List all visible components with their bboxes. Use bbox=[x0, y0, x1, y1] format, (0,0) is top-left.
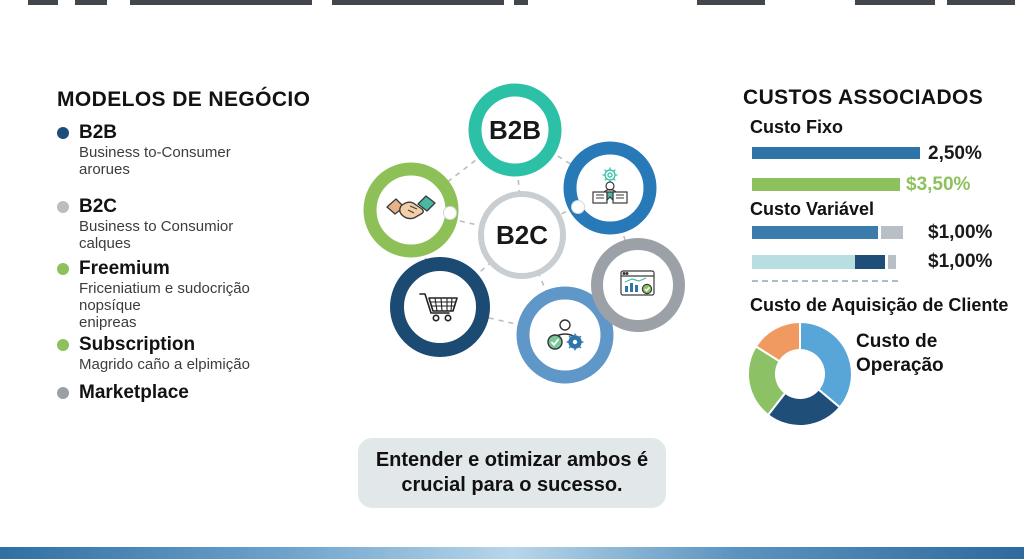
cost-bar: $3,50% bbox=[752, 174, 970, 195]
top-strip-segment bbox=[130, 0, 312, 5]
donut-slice-orange bbox=[754, 320, 801, 363]
variable-cost-label: Custo Variável bbox=[750, 199, 875, 219]
connector-dot bbox=[571, 200, 585, 214]
cost-bar: $1,00% bbox=[752, 222, 992, 243]
bullet-icon bbox=[57, 127, 69, 139]
node-ring-b2c bbox=[478, 191, 566, 279]
dashed-separator bbox=[752, 280, 898, 282]
model-label: Subscription bbox=[79, 334, 196, 355]
person-certificate-icon bbox=[592, 167, 628, 204]
bar-value-label: $3,50% bbox=[906, 174, 971, 195]
bottom-accent-bar bbox=[0, 547, 1024, 559]
node-ring-b2b bbox=[468, 83, 562, 177]
node-ring-cart bbox=[390, 257, 490, 357]
model-label: B2C bbox=[79, 196, 118, 217]
node-label-b2b: B2B bbox=[489, 115, 541, 145]
model-label: Marketplace bbox=[79, 382, 189, 403]
right-panel-title: CUSTOS ASSOCIADOS bbox=[743, 86, 984, 110]
top-strip-segment bbox=[75, 0, 107, 5]
shopping-cart-icon bbox=[419, 293, 458, 322]
callout-line2: crucial para o sucesso. bbox=[401, 474, 623, 496]
top-strip-segment bbox=[332, 0, 504, 5]
cost-bar: 2,50% bbox=[752, 143, 982, 164]
model-item-marketplace: Marketplace bbox=[57, 382, 189, 404]
bar-segment bbox=[855, 255, 885, 269]
model-subtext: Friceniatium e sudocrição bbox=[79, 280, 250, 297]
bar-segment bbox=[752, 147, 920, 159]
bullet-icon bbox=[57, 339, 69, 351]
bar-segment bbox=[752, 226, 878, 239]
handshake-icon bbox=[386, 195, 436, 220]
business-model-diagram: B2B B2C bbox=[363, 83, 685, 384]
top-strip-segment bbox=[514, 0, 528, 5]
top-strip-segment bbox=[697, 0, 765, 5]
bar-segment bbox=[885, 255, 888, 269]
model-subtext: enipreas bbox=[79, 314, 137, 331]
model-subtext: calques bbox=[79, 235, 131, 252]
top-strip-segment bbox=[28, 0, 58, 5]
operation-cost-label: Custo de Operação bbox=[856, 331, 944, 376]
model-label: Freemium bbox=[79, 258, 170, 279]
bar-segment bbox=[752, 178, 900, 191]
analytics-chart-icon bbox=[620, 270, 655, 296]
top-strip-segment bbox=[855, 0, 935, 5]
node-ring-process bbox=[516, 286, 614, 384]
top-strip-segment bbox=[947, 0, 1015, 5]
bar-segment bbox=[878, 226, 881, 239]
model-subtext: Business to Consumior bbox=[79, 218, 234, 235]
bullet-icon bbox=[57, 263, 69, 275]
callout-line1: Entender e otimizar ambos é bbox=[375, 449, 649, 471]
donut-slice-light-blue bbox=[799, 320, 853, 409]
bullet-icon bbox=[57, 387, 69, 399]
person-gear-check-icon bbox=[547, 319, 584, 351]
cost-bar: $1,00% bbox=[752, 251, 992, 272]
bar-value-label: 2,50% bbox=[928, 143, 982, 164]
model-subtext: arorues bbox=[79, 161, 130, 178]
fixed-cost-label: Custo Fixo bbox=[750, 117, 843, 137]
callout-box: Entender e otimizar ambos é crucial para… bbox=[358, 438, 666, 508]
model-subtext: Magrido caño a elpimição bbox=[79, 356, 250, 373]
bullet-icon bbox=[57, 201, 69, 213]
connector-line bbox=[514, 129, 523, 236]
model-subtext: Business to-Consumer bbox=[79, 144, 231, 161]
cac-label: Custo de Aquisição de Cliente bbox=[750, 295, 1009, 315]
bar-segment bbox=[881, 226, 903, 239]
model-subtext: nopsíque bbox=[79, 297, 141, 314]
bar-segment bbox=[888, 255, 896, 269]
bar-value-label: $1,00% bbox=[928, 251, 993, 272]
cost-donut-chart bbox=[746, 320, 853, 427]
connector-dot bbox=[443, 206, 457, 220]
left-panel-title: MODELOS DE NEGÓCIO bbox=[57, 88, 311, 112]
bar-segment bbox=[752, 255, 855, 269]
bar-value-label: $1,00% bbox=[928, 222, 993, 243]
model-label: B2B bbox=[79, 122, 118, 143]
node-label-b2c: B2C bbox=[496, 220, 548, 250]
